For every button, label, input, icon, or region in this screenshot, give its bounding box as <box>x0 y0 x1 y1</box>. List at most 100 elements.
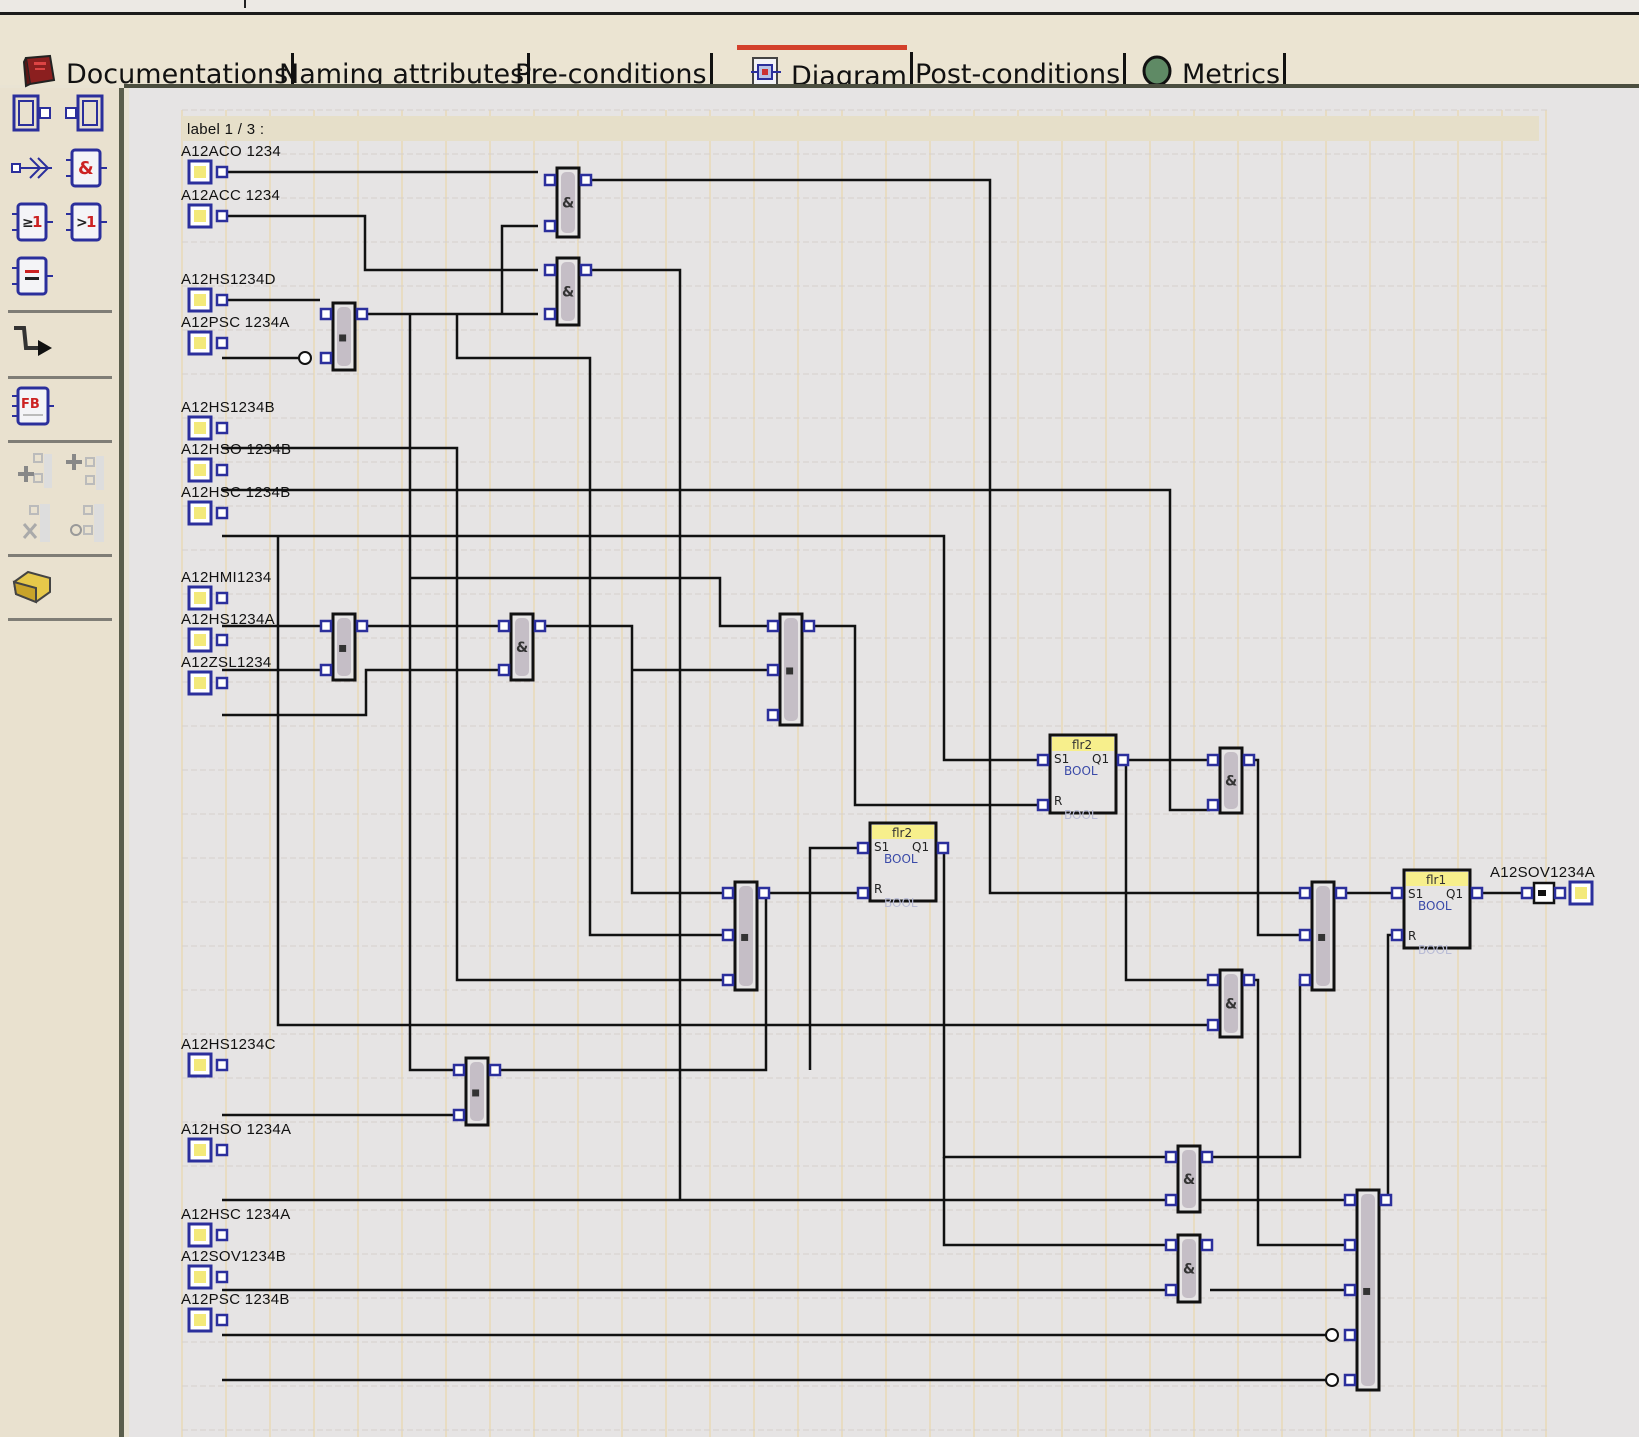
pin[interactable] <box>856 886 870 900</box>
and-gate[interactable]: & <box>1218 968 1244 1039</box>
pin[interactable] <box>1200 1150 1214 1164</box>
pin[interactable] <box>215 463 229 477</box>
connect-wire-tool[interactable] <box>10 320 56 366</box>
or-gate[interactable]: ▪ <box>464 1056 490 1127</box>
pin[interactable] <box>488 1063 502 1077</box>
pin[interactable] <box>215 421 229 435</box>
pin[interactable] <box>1164 1283 1178 1297</box>
pin[interactable] <box>579 173 593 187</box>
pin[interactable] <box>319 307 333 321</box>
pin[interactable] <box>1164 1238 1178 1252</box>
pin[interactable] <box>802 619 816 633</box>
pin[interactable] <box>452 1063 466 1077</box>
or-gate[interactable]: ▪ <box>1355 1188 1381 1392</box>
or-gate[interactable]: ▪ <box>733 880 759 992</box>
input-variable[interactable]: A12ACO 1234 <box>181 143 281 185</box>
or-gate[interactable]: ▪ <box>778 612 804 727</box>
pin[interactable] <box>1242 753 1256 767</box>
input-variable[interactable]: A12ZSL1234 <box>181 654 272 696</box>
and-gate-tool[interactable]: & <box>64 146 110 192</box>
pin[interactable] <box>543 173 557 187</box>
pin[interactable] <box>1206 1018 1220 1032</box>
input-variable[interactable]: A12HSO 1234B <box>181 441 291 483</box>
pin[interactable] <box>1036 753 1050 767</box>
pin[interactable] <box>1298 886 1312 900</box>
fanout-tool[interactable] <box>10 146 56 192</box>
and-gate[interactable]: & <box>509 612 535 682</box>
pin[interactable] <box>215 676 229 690</box>
pin[interactable] <box>1390 886 1404 900</box>
input-variable[interactable]: A12HS1234A <box>181 611 275 653</box>
pin[interactable] <box>1343 1283 1357 1297</box>
pin[interactable] <box>452 1108 466 1122</box>
pin[interactable] <box>497 663 511 677</box>
pin[interactable] <box>1379 1193 1393 1207</box>
pin[interactable] <box>1206 973 1220 987</box>
or-gate[interactable]: ▪ <box>331 612 357 682</box>
input-variable[interactable]: A12ACC 1234 <box>181 187 280 229</box>
input-variable[interactable]: A12HMI1234 <box>181 569 272 611</box>
input-variable-tool[interactable] <box>10 92 56 138</box>
and-gate[interactable]: & <box>555 256 581 327</box>
pin[interactable] <box>579 263 593 277</box>
pin[interactable] <box>1553 886 1567 900</box>
pin[interactable] <box>1343 1193 1357 1207</box>
pin[interactable] <box>1164 1193 1178 1207</box>
and-gate[interactable]: & <box>1218 746 1244 815</box>
pin[interactable] <box>355 619 369 633</box>
pin[interactable] <box>215 1228 229 1242</box>
or-ge1-gate-tool[interactable]: ≥1 <box>10 200 56 246</box>
pin[interactable] <box>319 619 333 633</box>
input-variable[interactable]: A12PSC 1234B <box>181 1291 290 1333</box>
output-variable[interactable]: A12SOV1234A <box>1490 864 1595 906</box>
pin[interactable] <box>355 307 369 321</box>
pin[interactable] <box>1298 973 1312 987</box>
pin[interactable] <box>215 209 229 223</box>
output-variable-tool[interactable] <box>64 92 110 138</box>
pin[interactable] <box>721 928 735 942</box>
pin[interactable] <box>1390 928 1404 942</box>
input-variable[interactable]: A12HS1234D <box>181 271 276 313</box>
pin[interactable] <box>215 1058 229 1072</box>
pin[interactable] <box>1242 973 1256 987</box>
function-block-tool[interactable]: FB <box>10 384 56 430</box>
equal-gate-tool[interactable] <box>10 254 56 300</box>
pin[interactable] <box>1200 1238 1214 1252</box>
or-gate-tool[interactable]: >1 <box>64 200 110 246</box>
pin[interactable] <box>766 663 780 677</box>
pin[interactable] <box>936 841 950 855</box>
input-variable[interactable]: A12HS1234B <box>181 399 275 441</box>
pin[interactable] <box>757 886 771 900</box>
pin[interactable] <box>1116 753 1130 767</box>
pin[interactable] <box>543 263 557 277</box>
pin[interactable] <box>215 1143 229 1157</box>
pin[interactable] <box>1298 928 1312 942</box>
pin[interactable] <box>766 619 780 633</box>
pin[interactable] <box>215 1313 229 1327</box>
pin[interactable] <box>215 1270 229 1284</box>
or-gate[interactable]: ▪ <box>1310 880 1336 992</box>
pin[interactable] <box>1206 798 1220 812</box>
and-gate[interactable]: & <box>1176 1233 1202 1304</box>
pin[interactable] <box>1343 1328 1357 1342</box>
pin[interactable] <box>856 841 870 855</box>
input-variable[interactable]: A12SOV1234B <box>181 1248 286 1290</box>
pin[interactable] <box>497 619 511 633</box>
pin[interactable] <box>1206 753 1220 767</box>
pin[interactable] <box>1334 886 1348 900</box>
input-variable[interactable]: A12HSC 1234A <box>181 1206 291 1248</box>
negate-pin-tool[interactable] <box>64 502 110 548</box>
and-gate[interactable]: & <box>1176 1144 1202 1214</box>
pin[interactable] <box>215 591 229 605</box>
pin[interactable] <box>766 708 780 722</box>
pin[interactable] <box>215 293 229 307</box>
input-variable[interactable]: A12HS1234C <box>181 1036 276 1078</box>
pin[interactable] <box>721 886 735 900</box>
pin[interactable] <box>215 336 229 350</box>
delete-pin-tool[interactable] <box>10 502 56 548</box>
add-input-before-tool[interactable] <box>10 450 56 496</box>
